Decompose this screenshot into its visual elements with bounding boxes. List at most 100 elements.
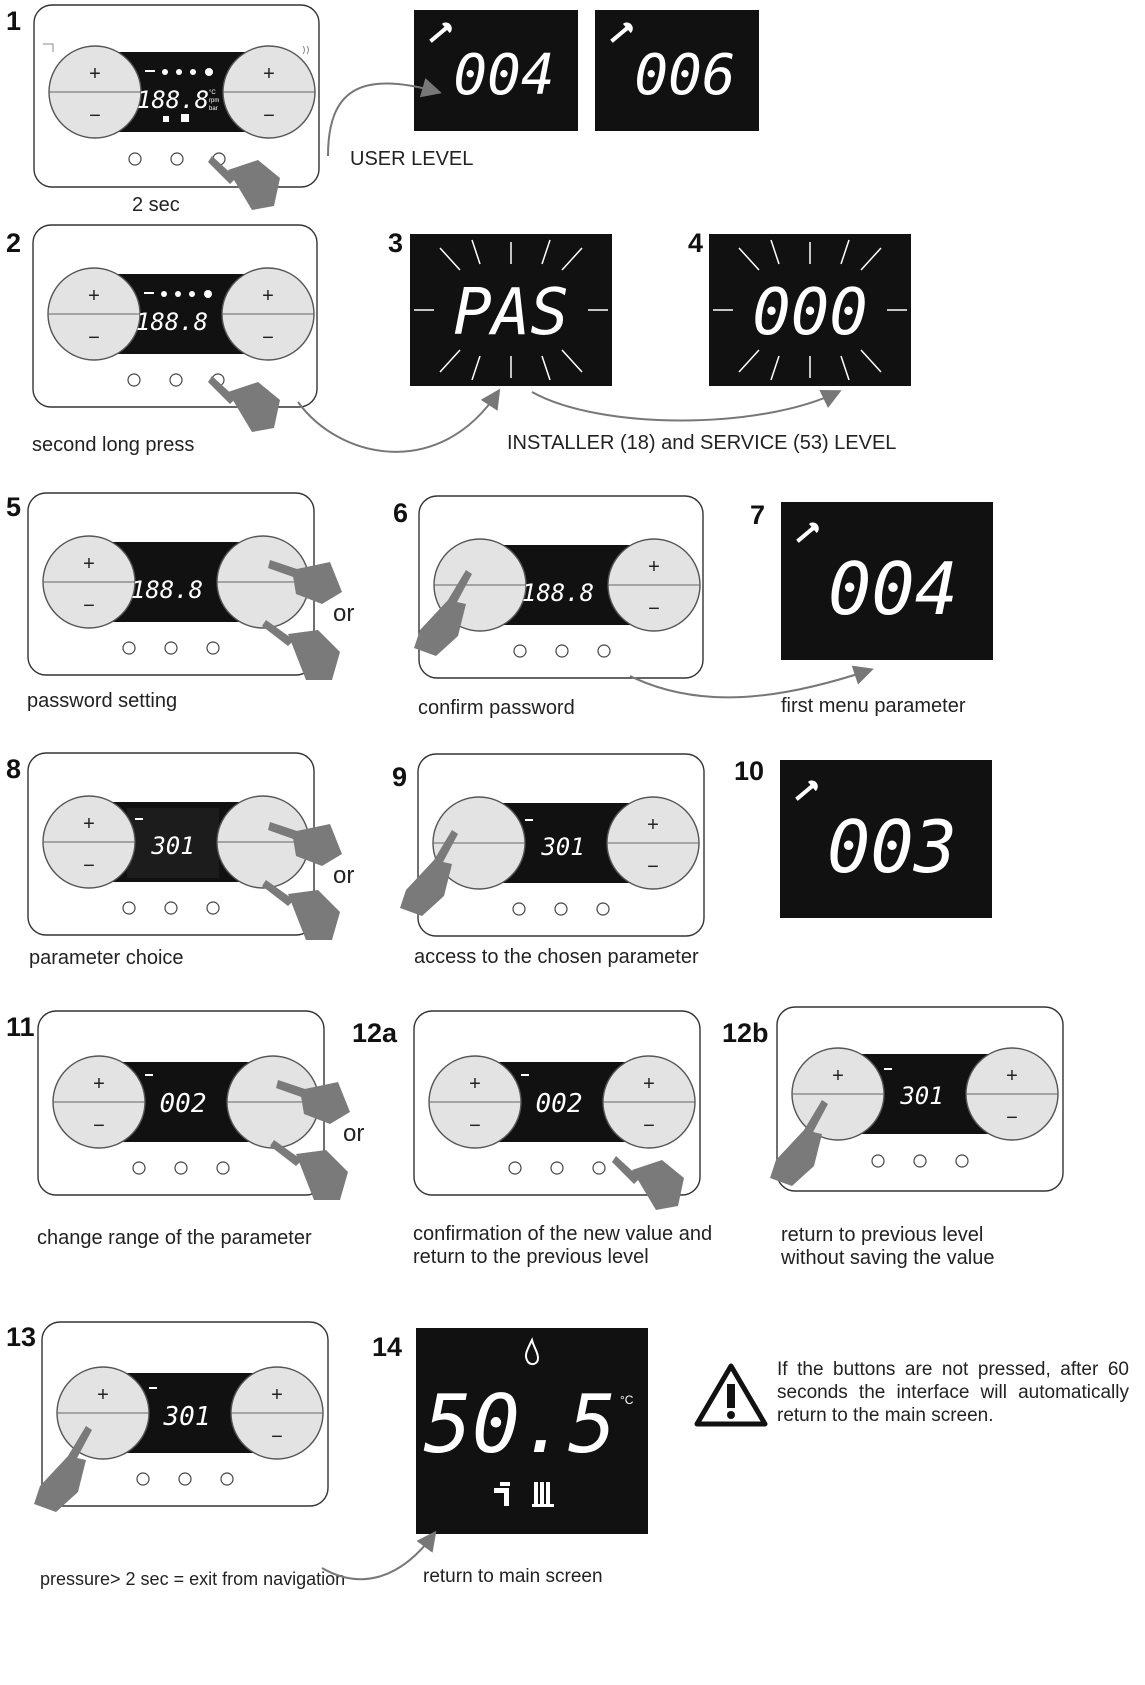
panel-display: 301 xyxy=(540,833,584,861)
control-panel-step-12a: + − + − 002 xyxy=(413,1010,701,1196)
hand-icon xyxy=(34,1426,92,1512)
lcd-value: PAS xyxy=(453,276,569,350)
minus-label: − xyxy=(93,1115,105,1137)
lcd-value: 004 xyxy=(828,547,958,631)
hand-icon xyxy=(262,620,340,680)
reset-icon xyxy=(164,901,178,915)
panel-display: 002 xyxy=(160,1089,207,1119)
plus-label: + xyxy=(1006,1065,1018,1087)
settings-icon xyxy=(216,1161,230,1175)
wrench-icon xyxy=(429,22,452,43)
wrench-icon xyxy=(525,819,533,821)
plus-label: + xyxy=(469,1073,481,1095)
reset-icon xyxy=(164,641,178,655)
hand-icon xyxy=(262,880,340,940)
hand-icon xyxy=(208,376,280,432)
lcd-value: 50.5 xyxy=(424,1378,617,1471)
minus-label: − xyxy=(88,327,100,349)
caption-change-range: change range of the parameter xyxy=(37,1227,312,1249)
unit-label: °C xyxy=(620,1393,634,1407)
minus-label: − xyxy=(83,855,95,877)
settings-icon xyxy=(220,1472,234,1486)
lcd-value: 000 xyxy=(752,276,868,350)
or-label: or xyxy=(343,1120,365,1147)
panel-display: 188.8 xyxy=(522,579,594,607)
reset-icon xyxy=(554,902,568,916)
settings-icon xyxy=(596,902,610,916)
step-number-14: 14 xyxy=(372,1332,403,1362)
reset-icon xyxy=(178,1472,192,1486)
minus-label: − xyxy=(643,1115,655,1137)
hand-icon xyxy=(270,1140,348,1200)
radiator-icon xyxy=(532,1482,554,1507)
step-number-5: 5 xyxy=(6,492,22,522)
wrench-icon xyxy=(149,1387,157,1389)
step-number-1: 1 xyxy=(6,6,22,36)
unit-label: rpm xyxy=(209,98,219,104)
lcd-pas-blinking: PAS xyxy=(410,234,612,386)
minus-label: − xyxy=(89,105,101,127)
wrench-icon xyxy=(521,1074,529,1076)
lcd-value: 003 xyxy=(827,805,957,889)
hand-icon xyxy=(268,560,342,604)
power-icon xyxy=(127,373,141,387)
caption-12a-line1: confirmation of the new value and xyxy=(413,1223,713,1245)
step-number-12b: 12b xyxy=(722,1018,769,1048)
plus-label: + xyxy=(643,1073,655,1095)
caption-exit-navigation: pressure> 2 sec = exit from navigation xyxy=(40,1569,346,1589)
power-icon xyxy=(122,901,136,915)
step-number-7: 7 xyxy=(750,500,766,530)
hand-icon xyxy=(612,1156,684,1210)
or-label: or xyxy=(333,600,355,627)
step-number-12a: 12a xyxy=(352,1018,398,1048)
caption-12b-line1: return to previous level xyxy=(781,1224,984,1246)
arrow-to-pas xyxy=(297,388,501,453)
flame-icon xyxy=(524,1337,540,1366)
settings-icon xyxy=(955,1154,969,1168)
caption-password-setting: password setting xyxy=(27,690,178,712)
step-number-11: 11 xyxy=(6,1012,35,1042)
step-number-3: 3 xyxy=(388,228,404,258)
radiator-icon xyxy=(181,114,189,122)
caption-return-main-screen: return to main screen xyxy=(423,1566,603,1587)
hand-icon xyxy=(400,830,458,916)
minus-label: − xyxy=(648,598,660,620)
unit-label: bar xyxy=(209,106,218,112)
step-number-4: 4 xyxy=(688,228,704,258)
caption-12a-line2: return to the previous level xyxy=(413,1246,649,1268)
wrench-icon xyxy=(145,1074,153,1076)
unit-label: °C xyxy=(209,90,216,96)
plus-label: + xyxy=(83,813,95,835)
panel-display: 002 xyxy=(536,1089,583,1119)
panel-display: 188.8 xyxy=(136,308,208,336)
wrench-icon xyxy=(796,522,819,543)
reset-icon xyxy=(169,373,183,387)
status-icons xyxy=(144,290,212,298)
tap-icon xyxy=(43,43,54,52)
tap-icon xyxy=(494,1482,510,1506)
arrow-to-main-screen xyxy=(321,1530,437,1581)
plus-label: + xyxy=(271,1384,283,1406)
step-number-6: 6 xyxy=(393,498,409,528)
plus-label: + xyxy=(647,814,659,836)
minus-label: − xyxy=(271,1426,283,1448)
bell-icon xyxy=(189,291,195,297)
control-panel-step-5: + − 188.8 xyxy=(27,492,315,676)
plus-label: + xyxy=(832,1065,844,1087)
wifi-icon xyxy=(161,291,167,297)
settings-icon xyxy=(206,641,220,655)
wrench-icon xyxy=(795,780,818,801)
or-label: or xyxy=(333,862,355,889)
reset-icon xyxy=(170,152,184,166)
power-icon xyxy=(132,1161,146,1175)
status-icons xyxy=(145,68,213,122)
lcd-first-menu-004: 004 xyxy=(781,502,993,660)
plus-label: + xyxy=(263,63,275,85)
plus-label: + xyxy=(88,285,100,307)
power-icon xyxy=(513,644,527,658)
caption-access-chosen-parameter: access to the chosen parameter xyxy=(414,946,699,968)
control-panel-step-9: + − 301 xyxy=(417,753,705,937)
power-icon xyxy=(136,1472,150,1486)
label-installer-service-level: INSTALLER (18) and SERVICE (53) LEVEL xyxy=(507,432,897,454)
